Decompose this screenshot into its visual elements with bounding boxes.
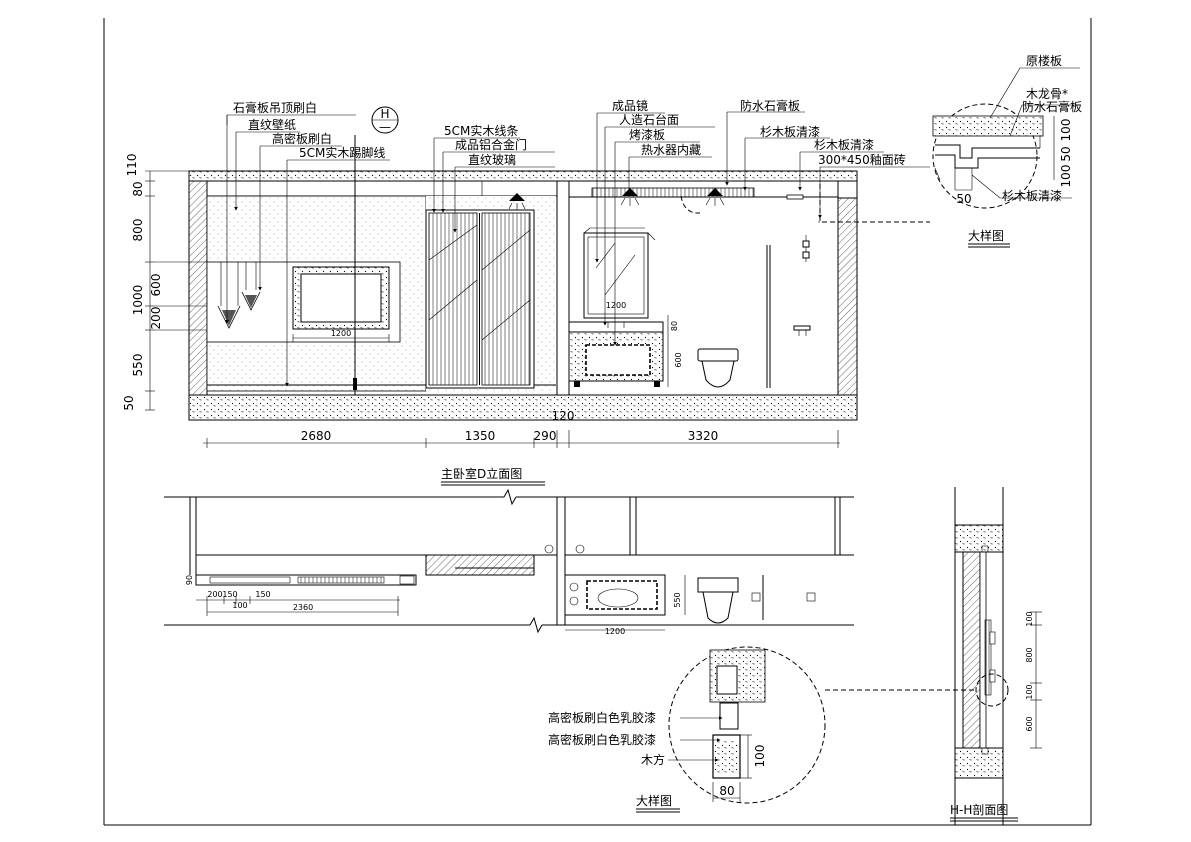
shower-head-icon: [802, 235, 810, 262]
plan-dim-150b: 150: [255, 590, 270, 599]
detail-top-title: 大样图: [968, 228, 1004, 243]
mirror-width-dim: 1200: [606, 301, 626, 310]
sliding-door: [425, 209, 535, 389]
callout-hdf-board: 高密板刷白: [272, 131, 332, 146]
callout-baseboard: 5CM实木踢脚线: [299, 145, 385, 160]
callout-mirror: 成品镜: [612, 98, 648, 113]
dim-1350: 1350: [465, 429, 496, 443]
dim-3320: 3320: [688, 429, 719, 443]
detail-label-hdf-1: 高密板刷白色乳胶漆: [548, 710, 656, 725]
dim-2680: 2680: [301, 429, 332, 443]
section-marker-h: H —: [353, 106, 399, 395]
detail-bottom-dim-100: 100: [753, 745, 767, 768]
elevation-view: 1200: [122, 98, 930, 486]
callout-stone-top: 人造石台面: [619, 112, 679, 127]
dim-120: 120: [552, 409, 575, 423]
plan-dim-2360: 2360: [293, 603, 313, 612]
plan-vanity-depth: 550: [673, 592, 682, 607]
detail-bottom-title: 大样图: [636, 793, 672, 808]
dim-110: 110: [125, 154, 139, 177]
vertical-dimensions: 110 80 800 1000 600 200 550 50: [122, 154, 207, 411]
dim-200: 200: [149, 307, 163, 330]
detail-label-slab: 原楼板: [1026, 53, 1062, 68]
plan-dim-90: 90: [185, 575, 194, 585]
plan-toilet-icon: [697, 577, 739, 624]
detail-top-dim-50: 50: [1059, 146, 1073, 161]
dim-50: 50: [122, 395, 136, 410]
detail-bottom: 100 80 高密板刷白色乳胶漆 高密板刷白色乳胶漆 木方 大样图: [548, 646, 975, 813]
pendant-light-icon: [241, 262, 261, 311]
plan-dim-150a: 150: [222, 590, 237, 599]
left-wall: [188, 180, 208, 396]
toilet-icon: [697, 348, 739, 388]
floor-slab: [188, 394, 858, 421]
detail-top-dim-50: 50: [956, 192, 971, 206]
callout-wood-trim: 5CM实木线条: [444, 123, 518, 138]
detail-top-dim-100a: 100: [1059, 119, 1073, 142]
detail-label-joist: 木龙骨*: [1026, 87, 1068, 101]
callout-fir-board-2: 杉木板清漆: [814, 138, 874, 152]
section-dim-800: 800: [1025, 647, 1034, 662]
detail-label-fir-board: 杉木板清漆: [1002, 189, 1062, 203]
tv-screen: [300, 273, 382, 323]
section-marker-letter: H: [380, 107, 389, 121]
drawing-frame: [103, 18, 1092, 826]
right-wall: [837, 197, 858, 396]
callouts-right: 成品镜 人造石台面 烤漆板 热水器内藏 防水石膏板 杉木板清漆 杉木板清漆 30…: [595, 98, 930, 346]
plan-view: 90 200 150 100 150 2360 1200 550: [164, 488, 854, 636]
callout-fir-board-1: 杉木板清漆: [760, 125, 820, 139]
callout-water-heater: 热水器内藏: [641, 143, 701, 157]
callout-wallpaper: 直纹壁纸: [248, 117, 296, 132]
elevation-title: 主卧室D立面图: [441, 466, 522, 481]
downlight-icon: [508, 193, 526, 210]
detail-bottom-dim-80: 80: [719, 784, 734, 798]
plan-dim-100: 100: [232, 601, 247, 610]
section-hh-title: H-H剖面图: [950, 803, 1008, 817]
section-marker-sub: —: [379, 120, 391, 134]
detail-top: 50 100 50 100 原楼板 木龙骨* 防水石膏板 杉木板清漆 大样图: [932, 53, 1082, 248]
section-hh: 100 800 100 600 H-H剖面图: [950, 487, 1042, 825]
mirror: [583, 232, 649, 319]
detail-top-dim-100b: 100: [1059, 165, 1073, 188]
callout-textured-glass: 直纹玻璃: [468, 153, 516, 167]
section-dim-100b: 100: [1025, 684, 1034, 699]
detail-label-wood-batten: 木方: [641, 752, 665, 767]
section-dim-600: 600: [1025, 716, 1034, 731]
dim-80: 80: [131, 181, 145, 196]
bathroom-ceiling-panel: [591, 187, 755, 198]
pendant-light-icon: [217, 262, 241, 329]
faucet-icon: [793, 325, 811, 336]
callout-lacquer-board: 烤漆板: [629, 127, 665, 142]
horizontal-dimensions: 2680 1350 290 3320 120: [203, 409, 840, 448]
callout-glazed-tile: 300*450釉面砖: [818, 152, 906, 167]
detail-label-waterproof-gypsum: 防水石膏板: [1022, 99, 1082, 114]
plan-drain-icon: [544, 544, 554, 554]
callout-waterproof-gypsum: 防水石膏板: [740, 98, 800, 113]
callout-gypsum-ceiling: 石膏板吊顶刷白: [233, 100, 317, 115]
section-dim-100a: 100: [1025, 611, 1034, 626]
callouts-mid: 5CM实木线条 成品铝合金门 直纹玻璃: [432, 123, 555, 233]
ceiling-slab: [188, 170, 858, 182]
callout-aluminium-door: 成品铝合金门: [455, 137, 527, 152]
dim-550: 550: [131, 354, 145, 377]
downlight-icon: [705, 188, 725, 206]
dim-600: 600: [149, 274, 163, 297]
detail-label-hdf-2: 高密板刷白色乳胶漆: [548, 732, 656, 747]
middle-wall: [556, 180, 570, 396]
plan-door: [425, 554, 535, 576]
vanity-dim-80: 80: [670, 321, 679, 331]
dim-290: 290: [534, 429, 557, 443]
plan-dim-200: 200: [207, 590, 222, 599]
callouts-left: 石膏板吊顶刷白 直纹壁纸 高密板刷白 5CM实木踢脚线: [225, 100, 390, 387]
dim-800: 800: [131, 219, 145, 242]
plan-vanity-width: 1200: [605, 627, 625, 636]
dim-1000: 1000: [131, 285, 145, 316]
vanity-dim-600: 600: [674, 352, 683, 367]
vanity-cabinet: [568, 321, 664, 387]
tv-width-dim: 1200: [331, 329, 351, 338]
